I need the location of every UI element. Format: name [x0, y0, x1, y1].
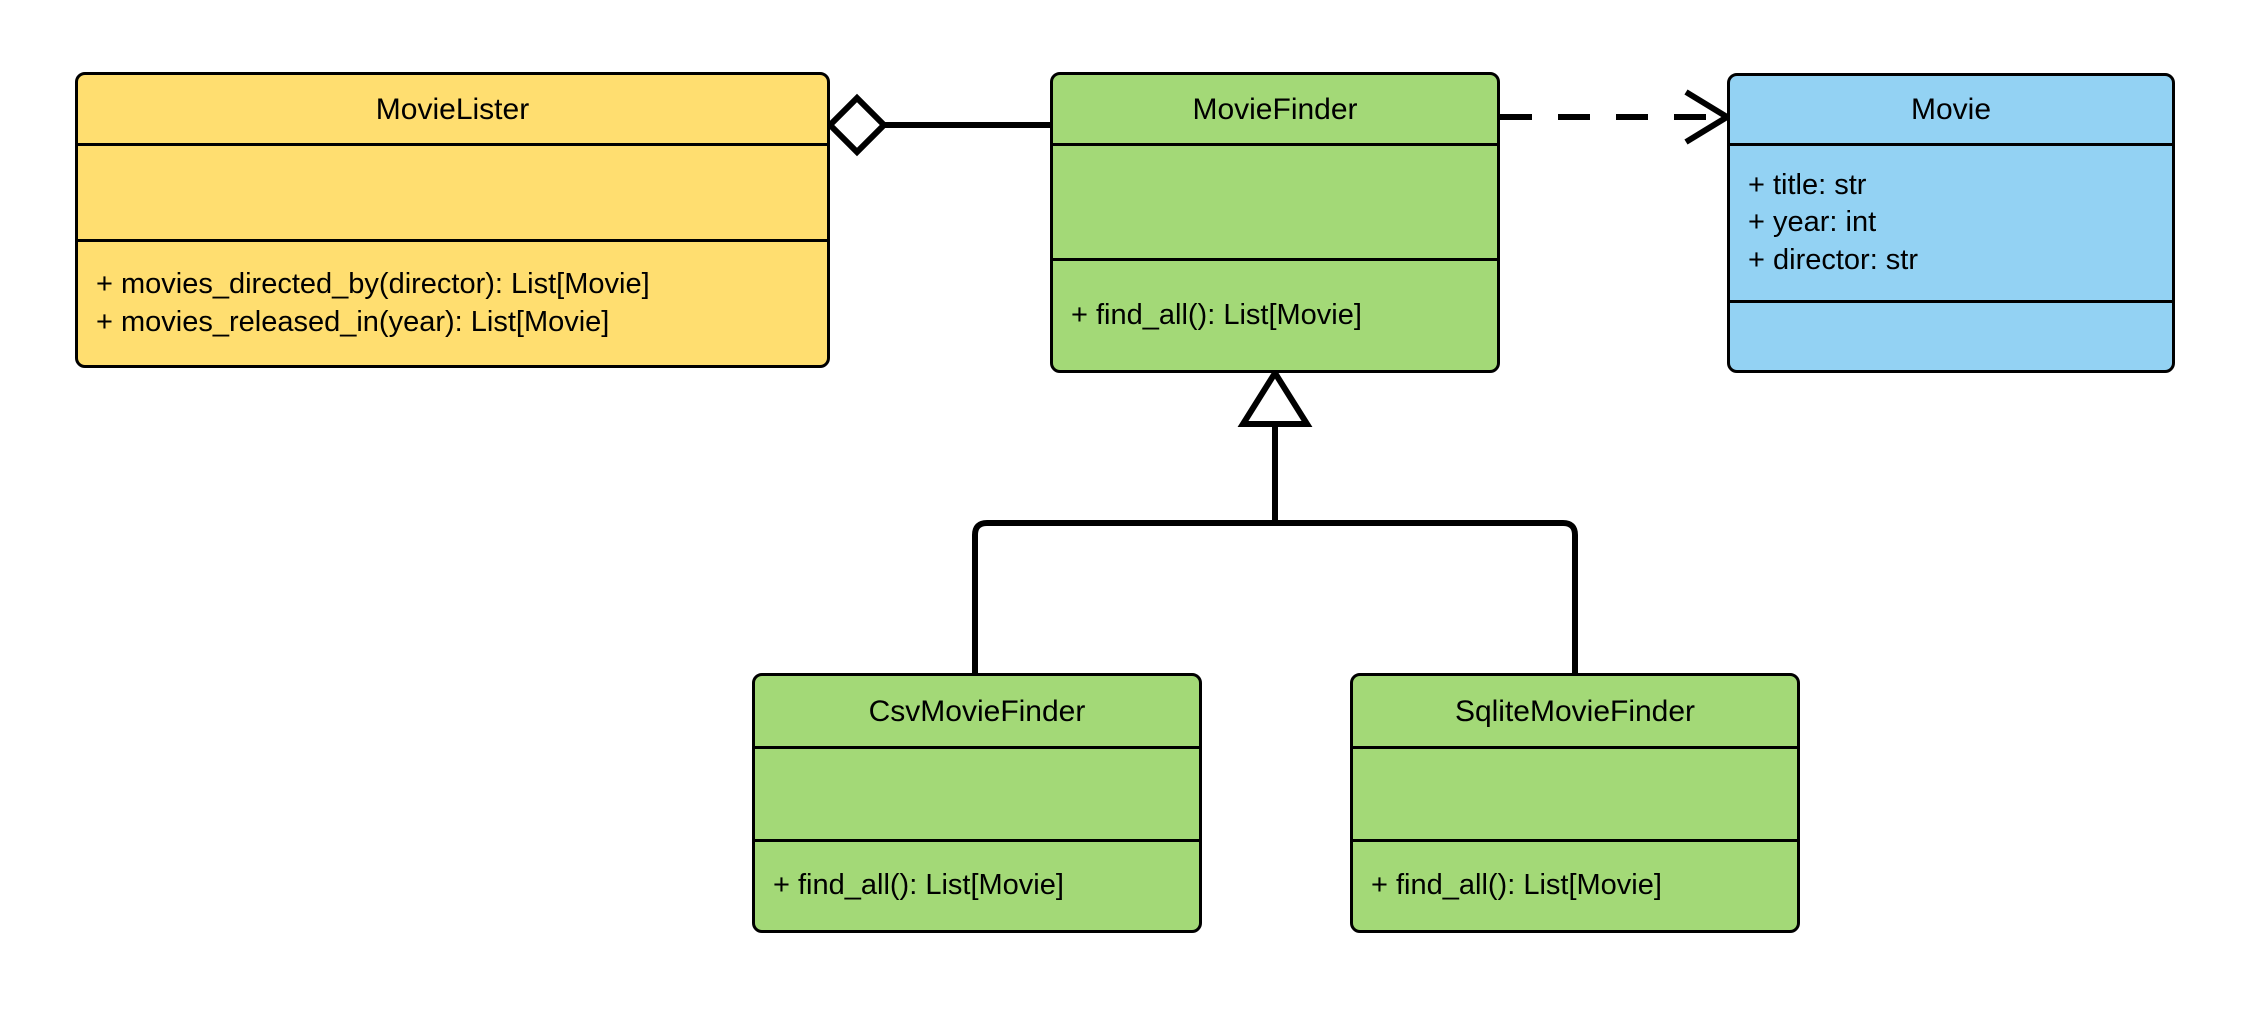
- dependency-edge-moviefinder-movie[interactable]: [1500, 89, 1733, 145]
- class-box-movie[interactable]: Movie + title: str + year: int + directo…: [1727, 73, 2175, 373]
- class-methods-csvmoviefinder: + find_all(): List[Movie]: [755, 839, 1199, 930]
- generalization-bus: [972, 520, 1578, 673]
- attribute-line: + title: str: [1748, 169, 1867, 202]
- class-attributes-moviefinder: [1053, 143, 1497, 258]
- class-name-sqlitemoviefinder: SqliteMovieFinder: [1454, 694, 1696, 728]
- hollow-triangle-icon: [1237, 367, 1313, 427]
- generalization-edge-tree[interactable]: [972, 367, 1578, 673]
- hollow-diamond-icon: [825, 93, 889, 157]
- class-methods-movie: [1730, 300, 2172, 370]
- class-box-sqlitemoviefinder[interactable]: SqliteMovieFinder + find_all(): List[Mov…: [1350, 673, 1800, 933]
- class-box-moviefinder[interactable]: MovieFinder + find_all(): List[Movie]: [1050, 72, 1500, 373]
- method-line: + find_all(): List[Movie]: [1071, 298, 1362, 331]
- method-line: + movies_directed_by(director): List[Mov…: [96, 268, 650, 301]
- class-name-moviefinder: MovieFinder: [1192, 92, 1358, 126]
- class-methods-sqlitemoviefinder: + find_all(): List[Movie]: [1353, 839, 1797, 930]
- attribute-line: + year: int: [1748, 206, 1877, 239]
- method-line: + find_all(): List[Movie]: [1371, 869, 1662, 902]
- class-attributes-movie: + title: str + year: int + director: str: [1730, 143, 2172, 300]
- class-name-csvmoviefinder: CsvMovieFinder: [868, 694, 1086, 728]
- class-attributes-csvmoviefinder: [755, 746, 1199, 839]
- open-arrow-icon: [1684, 89, 1733, 145]
- method-line: + find_all(): List[Movie]: [773, 869, 1064, 902]
- attribute-line: + director: str: [1748, 243, 1919, 276]
- class-box-movielister[interactable]: MovieLister + movies_directed_by(directo…: [75, 72, 830, 368]
- class-methods-moviefinder: + find_all(): List[Movie]: [1053, 258, 1497, 370]
- method-line: + movies_released_in(year): List[Movie]: [96, 305, 610, 338]
- class-name-movie: Movie: [1910, 93, 1992, 126]
- class-attributes-movielister: [78, 143, 827, 239]
- class-box-csvmoviefinder[interactable]: CsvMovieFinder + find_all(): List[Movie]: [752, 673, 1202, 933]
- aggregation-edge-movielister-moviefinder[interactable]: [825, 93, 1050, 157]
- class-name-movielister: MovieLister: [375, 92, 530, 126]
- class-attributes-sqlitemoviefinder: [1353, 746, 1797, 839]
- class-methods-movielister: + movies_directed_by(director): List[Mov…: [78, 239, 827, 365]
